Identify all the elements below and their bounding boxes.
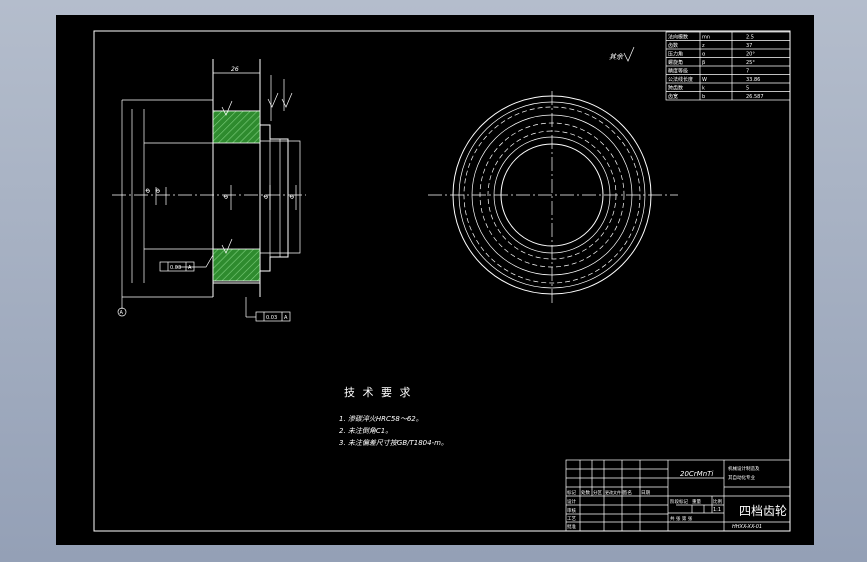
param-name: 螺旋角 (668, 59, 683, 66)
tb-label: 日期 (641, 490, 650, 496)
drawing-sheet: 26 Φ Φ Φ Φ Φ A (56, 15, 814, 545)
tb-unit-line1: 机械设计制造及 (728, 465, 760, 472)
param-value: 5 (746, 86, 749, 92)
tb-label: 更改文件号 (605, 489, 625, 495)
param-name: 齿宽 (668, 93, 678, 100)
svg-text:Φ: Φ (145, 188, 152, 193)
param-name: 公法线长度 (668, 76, 693, 83)
svg-text:Φ: Φ (223, 194, 230, 199)
param-symbol: mn (702, 35, 710, 41)
tolerance-frame-1: 0.03 A (159, 261, 195, 272)
param-value: 25° (746, 60, 755, 66)
tb-unit-line2: 其自动化专业 (728, 474, 755, 481)
param-symbol: β (702, 60, 705, 66)
svg-text:A: A (284, 315, 288, 321)
datum-letter: A (120, 310, 124, 316)
technical-requirements: 技 术 要 求 1. 渗碳淬火HRC58～62。 2. 未注倒角C1。 3. 未… (339, 386, 448, 447)
tech-req-item: 3. 未注偏差尺寸按GB/T1804-m。 (339, 439, 448, 447)
svg-text:Φ: Φ (155, 188, 162, 193)
param-name: 齿数 (668, 42, 678, 49)
cad-drawing: 26 Φ Φ Φ Φ Φ A (93, 30, 791, 532)
tb-weight: 重量 (692, 498, 701, 505)
param-value: 33.86 (746, 77, 760, 83)
tech-req-item: 2. 未注倒角C1。 (339, 427, 392, 435)
param-symbol: W (702, 77, 707, 83)
param-symbol: b (702, 94, 705, 100)
gear-parameter-table: 法向模数 mn 2.5 齿数 z 37 压力角 α 20° 螺旋角 β 25° … (665, 31, 791, 101)
tb-part-name: 四档齿轮 (739, 504, 787, 518)
tb-role: 设计 (567, 498, 576, 505)
param-symbol: z (702, 43, 705, 49)
tb-stage: 阶段标记 (670, 498, 688, 505)
tol2-value: 0.03 (266, 315, 277, 321)
param-symbol: α (702, 52, 706, 58)
tb-label: 处数 (581, 489, 590, 496)
drawing-border (93, 30, 791, 532)
tech-req-title: 技 术 要 求 (344, 386, 413, 399)
tb-label: 签名 (623, 489, 632, 496)
param-value: 7 (746, 69, 749, 75)
param-name: 法向模数 (668, 34, 688, 41)
param-value: 2.5 (746, 35, 754, 41)
roughness-note: 其余 (609, 46, 635, 62)
section-view: 26 Φ Φ Φ Φ Φ A (112, 59, 306, 318)
tb-role: 工艺 (567, 516, 576, 522)
tb-role: 批准 (567, 523, 576, 530)
tb-scale-label: 比例 (713, 498, 722, 505)
param-name: 压力角 (668, 51, 683, 58)
param-value: 37 (746, 43, 752, 49)
front-view-gear (428, 91, 678, 305)
tb-label: 分区 (593, 489, 602, 496)
tb-drawing-no: HHXX-XX-01 (732, 524, 762, 530)
tech-req-item: 1. 渗碳淬火HRC58～62。 (339, 415, 423, 423)
tb-role: 审核 (567, 507, 576, 514)
tb-material: 20CrMnTi (680, 470, 713, 478)
param-value: 26.587 (746, 94, 764, 100)
svg-text:26: 26 (231, 66, 239, 73)
param-symbol: k (702, 86, 705, 92)
svg-text:A: A (188, 265, 192, 271)
title-block: 标记 处数 分区 更改文件号 签名 日期 设计 审核 工艺 批准 阶段标记 重量… (565, 459, 791, 532)
param-name: 跨齿数 (668, 85, 683, 92)
roughness-label: 其余 (609, 53, 624, 61)
param-value: 20° (746, 52, 755, 58)
tol1-value: 0.03 (170, 265, 181, 271)
svg-text:Φ: Φ (289, 194, 296, 199)
tolerance-frame-2: 0.03 A (255, 311, 291, 322)
tb-label: 标记 (567, 489, 576, 496)
svg-text:Φ: Φ (263, 194, 270, 199)
param-name: 精度等级 (668, 68, 688, 75)
tb-scale-value: 1:1 (713, 507, 721, 513)
tb-sheet: 共 张 第 张 (670, 515, 693, 522)
